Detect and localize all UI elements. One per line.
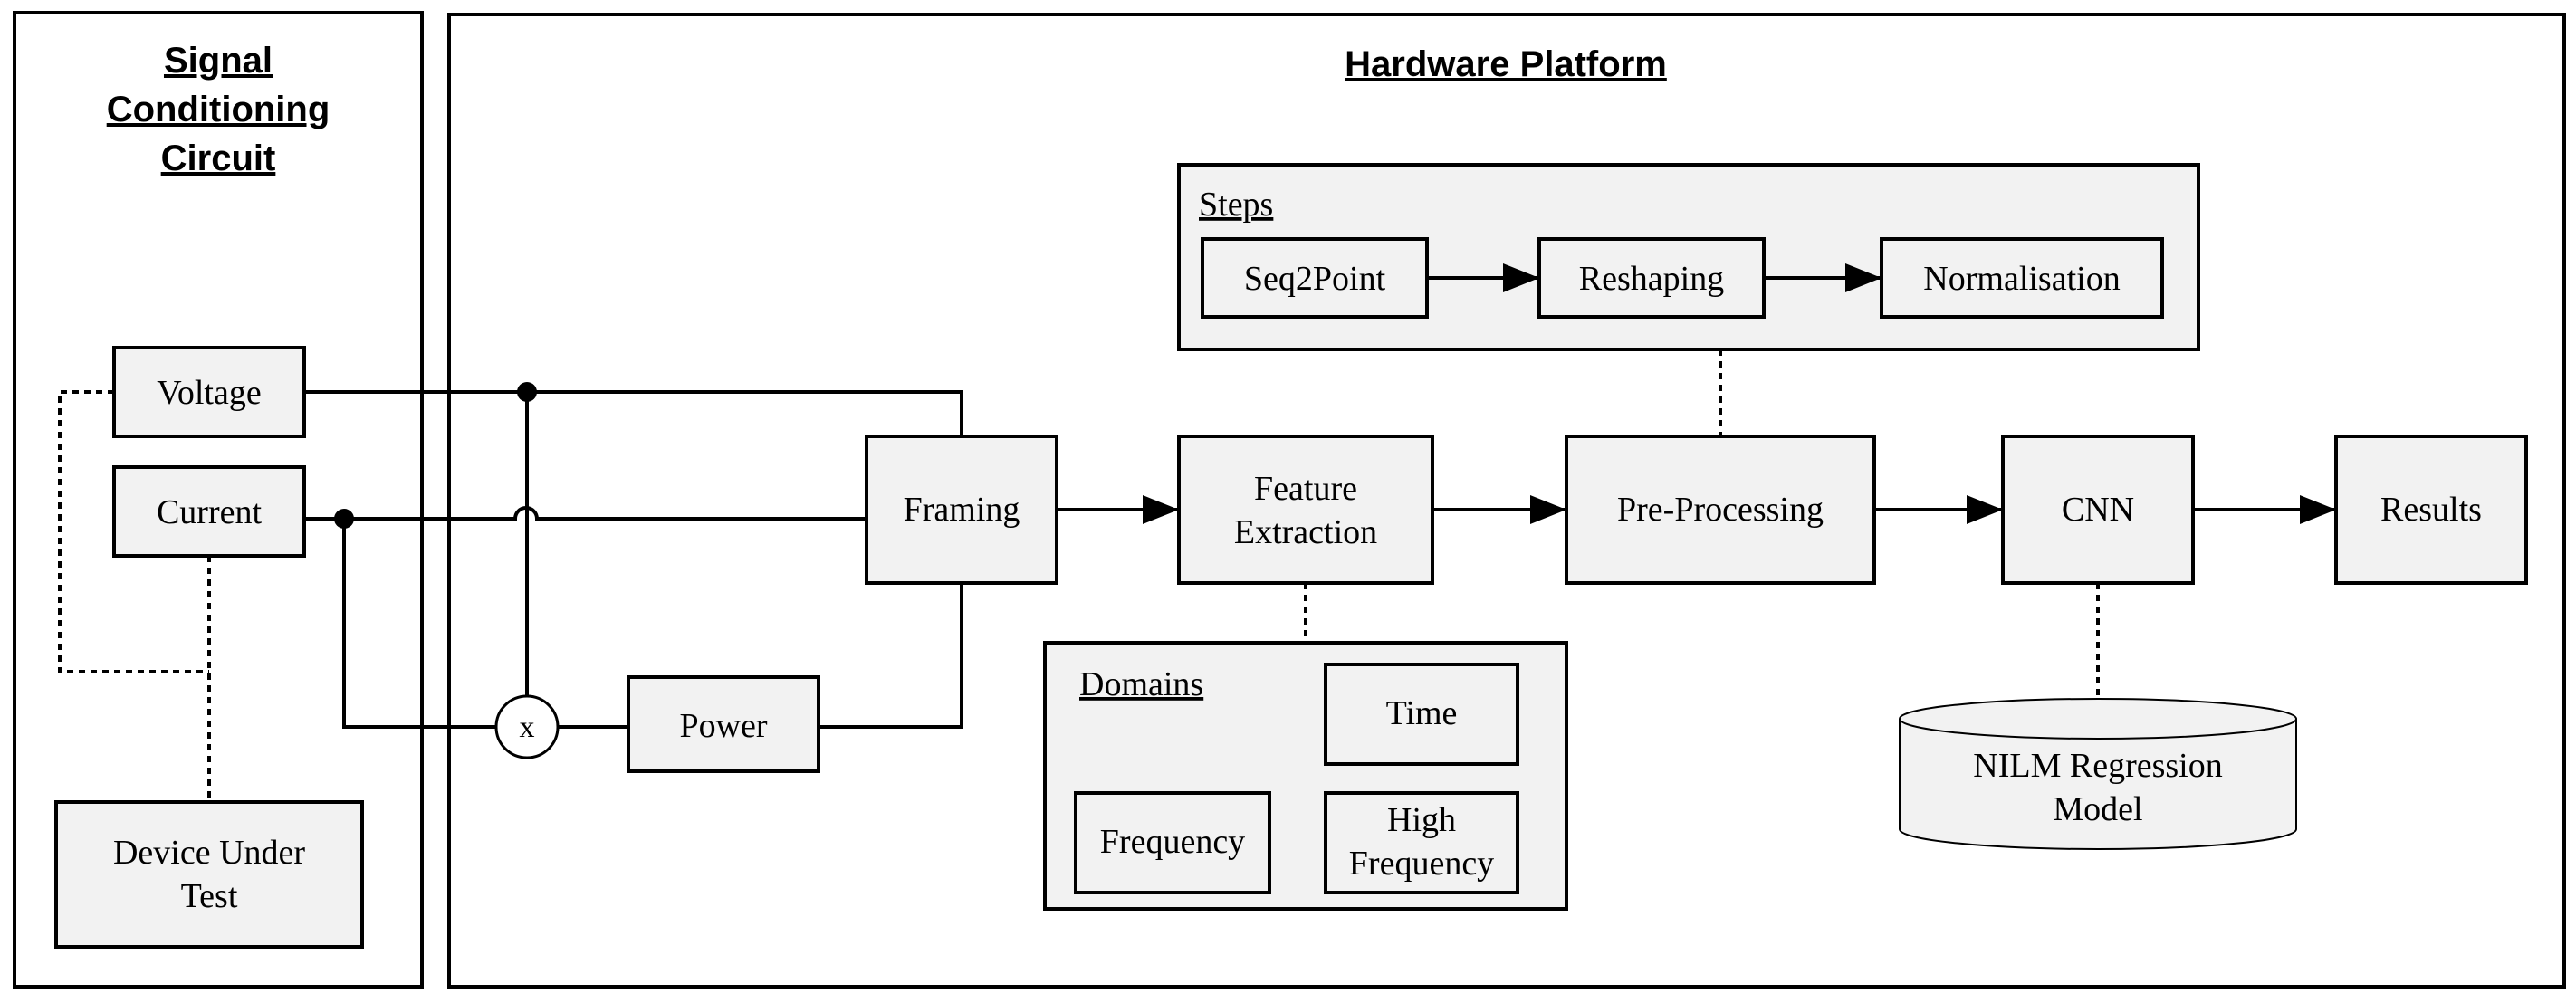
nilm-model-label-line2: Model <box>2053 790 2142 828</box>
power-label: Power <box>679 707 767 745</box>
nilm-model-cylinder <box>1899 698 2297 850</box>
power-to-framing-wire <box>819 583 963 729</box>
current-box <box>112 465 306 558</box>
device-under-test-label-line1: Device Under <box>113 834 305 872</box>
power-box <box>627 675 820 773</box>
hardware-platform-title: Hardware Platform <box>1345 44 1667 84</box>
frequency-box <box>1074 791 1271 894</box>
device-under-test-label-line2: Test <box>181 877 238 915</box>
results-label: Results <box>2380 491 2482 529</box>
signal-conditioning-title-line2: Conditioning <box>107 90 330 129</box>
multiplier-circle <box>494 694 560 759</box>
frequency-label: Frequency <box>1100 823 1245 861</box>
results-box <box>2334 435 2528 585</box>
feature-extraction-box <box>1177 435 1434 585</box>
normalisation-label: Normalisation <box>1923 260 2120 298</box>
voltage-sensor-dashed-link <box>58 390 209 673</box>
voltage-label: Voltage <box>157 374 261 412</box>
pre-processing-label: Pre-Processing <box>1617 491 1824 529</box>
steps-heading: Steps <box>1199 186 1273 224</box>
signal-conditioning-title-line3: Circuit <box>161 139 276 178</box>
framing-label: Framing <box>904 491 1020 529</box>
cnn-box <box>2001 435 2195 585</box>
nilm-model-label-line1: NILM Regression <box>1973 747 2222 785</box>
time-label: Time <box>1386 694 1458 732</box>
voltage-junction-dot <box>517 382 537 402</box>
domains-heading: Domains <box>1079 665 1203 703</box>
signal-conditioning-title-line1: Signal <box>164 41 273 81</box>
current-junction-dot <box>334 509 354 529</box>
current-tap-wire <box>342 519 496 729</box>
multiplier-label: x <box>520 711 535 744</box>
feature-extraction-label-line2: Extraction <box>1234 513 1377 551</box>
normalisation-box <box>1880 237 2164 319</box>
reshaping-box <box>1537 237 1766 319</box>
high-frequency-label-line2: Frequency <box>1349 845 1494 883</box>
feature-extraction-label-line1: Feature <box>1254 470 1357 508</box>
time-box <box>1324 663 1519 766</box>
cnn-label: CNN <box>2062 491 2134 529</box>
high-frequency-box <box>1324 791 1519 894</box>
device-under-test-box <box>54 800 364 949</box>
seq2point-label: Seq2Point <box>1244 260 1386 298</box>
voltage-box <box>112 346 306 438</box>
high-frequency-label-line1: High <box>1387 801 1456 839</box>
reshaping-label: Reshaping <box>1579 260 1724 298</box>
current-label: Current <box>157 493 263 531</box>
